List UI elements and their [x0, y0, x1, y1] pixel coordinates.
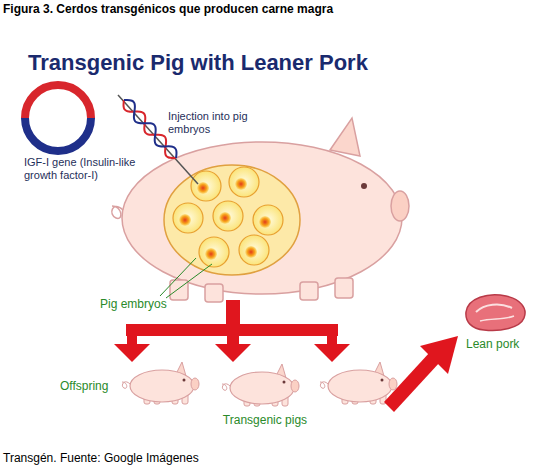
transgenic-label: Transgenic pigs [200, 414, 330, 428]
leader-line [160, 258, 196, 296]
embryo-label: Pig embryos [100, 298, 210, 312]
figure-caption: Transgén. Fuente: Google Imágenes [3, 452, 533, 466]
injection-label: Injection into pig embryos [168, 110, 280, 135]
plasmid-blue-half [25, 118, 91, 151]
figure-title: Figura 3. Cerdos transgénicos que produc… [3, 3, 533, 17]
gene-label: IGF-I gene (Insulin-like growth factor-I… [24, 156, 136, 181]
pig-embryos [173, 167, 283, 267]
needle [118, 95, 198, 184]
lean-pork [466, 295, 525, 331]
product-label: Lean pork [466, 338, 532, 352]
product-arrow [384, 336, 458, 412]
offspring-label: Offspring [60, 380, 140, 394]
plasmid-red-half [25, 85, 91, 118]
leader-line [166, 264, 212, 298]
piglets [122, 362, 397, 406]
diagram-heading: Transgenic Pig with Leaner Pork [28, 50, 508, 75]
